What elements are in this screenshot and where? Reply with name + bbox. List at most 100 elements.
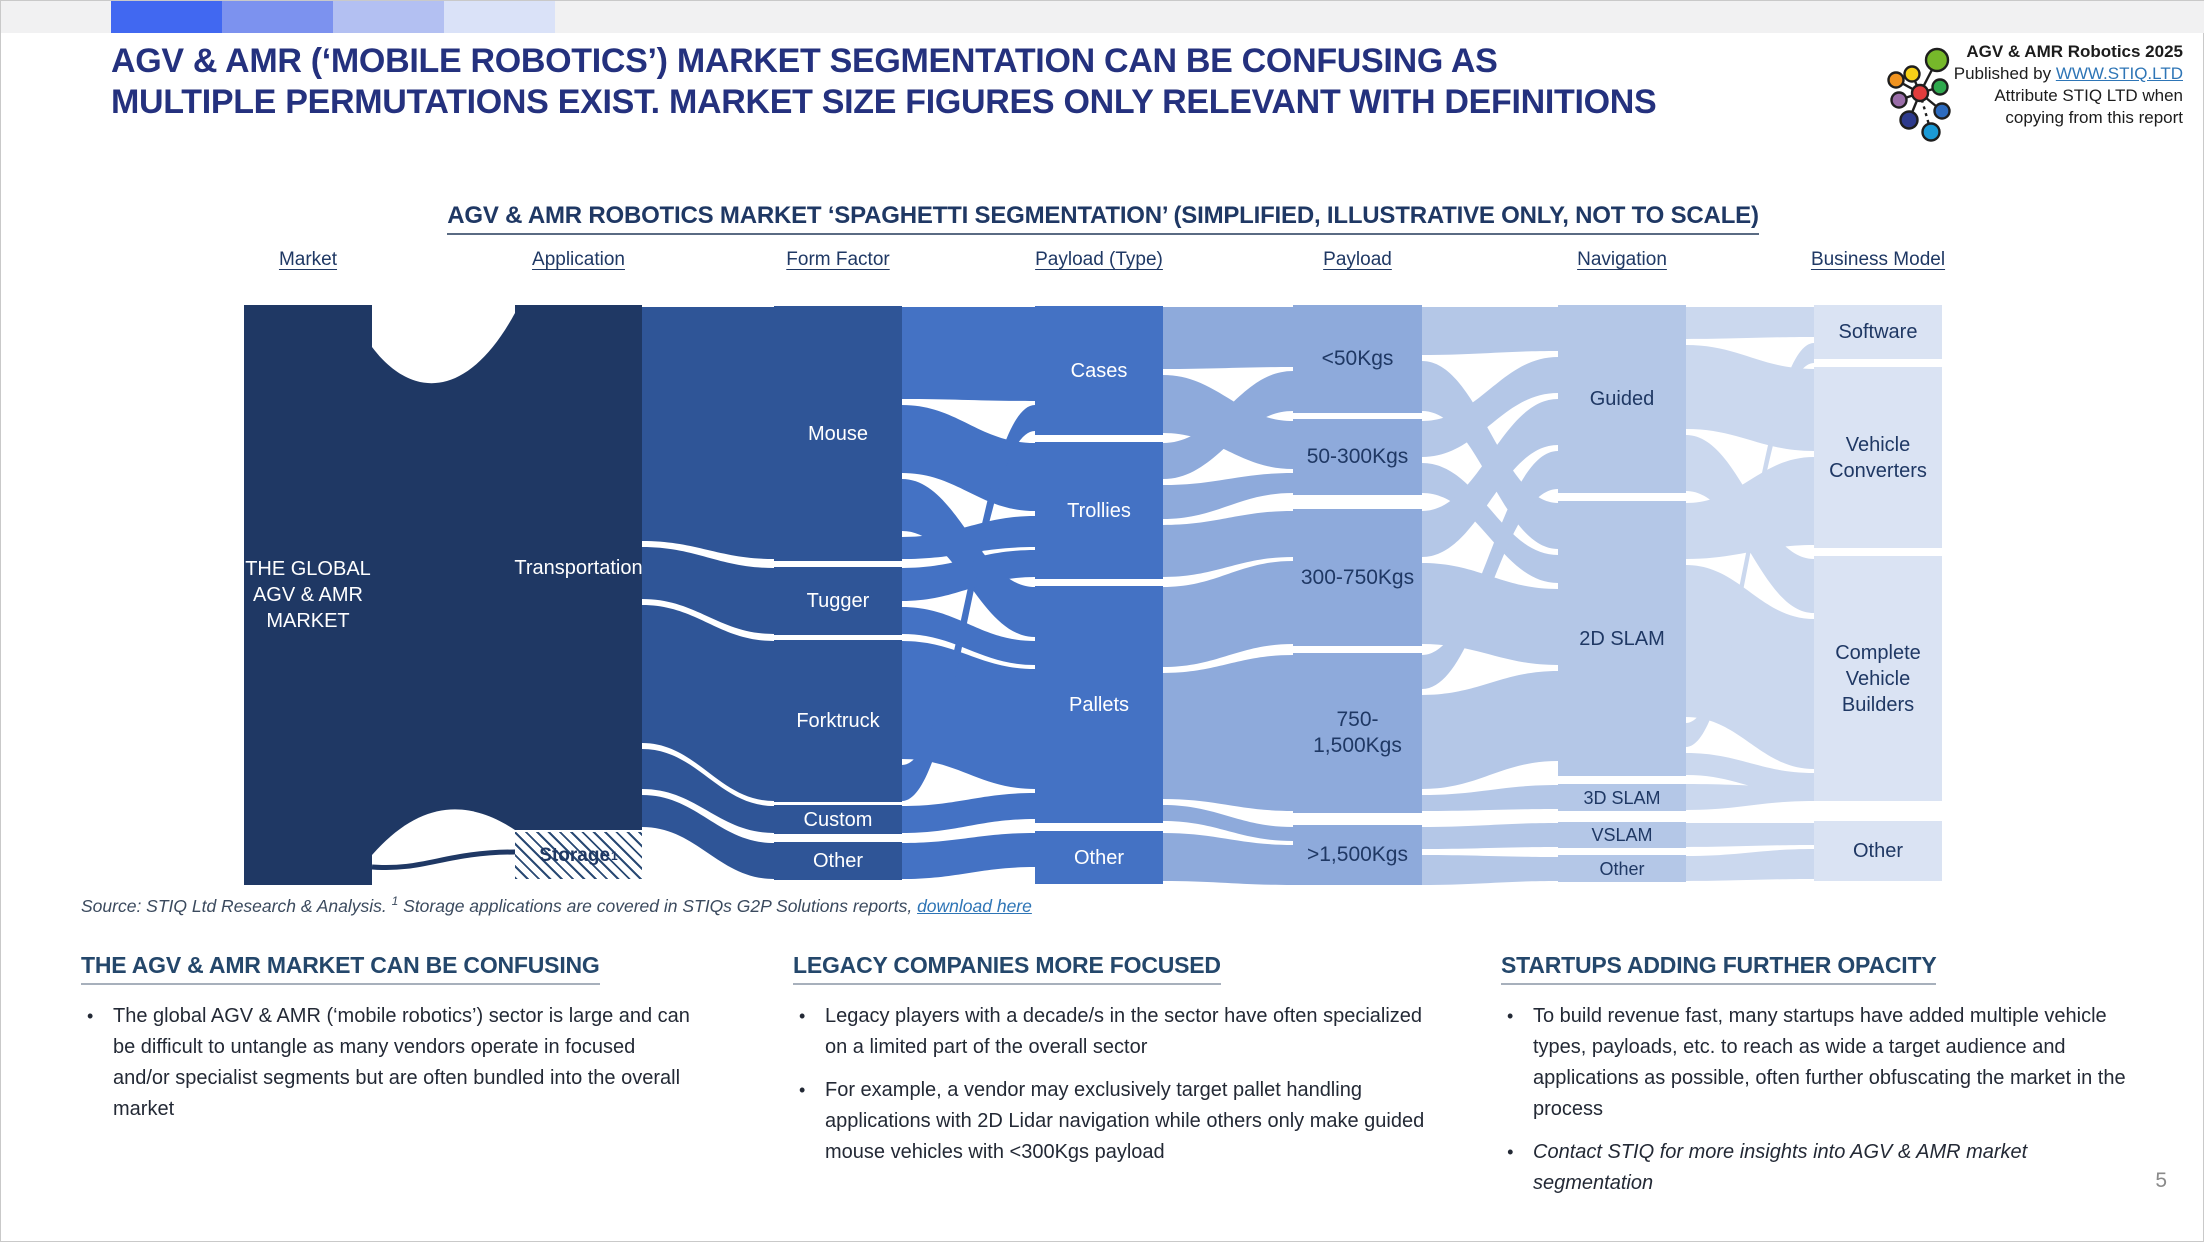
bullet-italic: Contact STIQ for more insights into AGV … [1501, 1137, 2141, 1199]
accent-square-1 [111, 1, 222, 33]
sankey-node-complete-vehicle-builders: Complete Vehicle Builders [1814, 556, 1942, 801]
sankey-flow [1422, 855, 1558, 885]
sankey-node-3d-slam: 3D SLAM [1558, 784, 1686, 811]
sankey-flow [1686, 823, 1814, 847]
bullet: For example, a vendor may exclusively ta… [793, 1075, 1433, 1168]
sankey-flow [1163, 561, 1293, 667]
stiq-logo-icon [1884, 43, 1970, 145]
sankey-flow [1163, 511, 1293, 577]
sankey-flow [1686, 307, 1814, 339]
sankey-flow [902, 405, 1035, 801]
sankey-flow [902, 405, 1035, 511]
accent-square-2 [222, 1, 333, 33]
sankey-flow [642, 547, 774, 634]
sankey-flow [642, 749, 774, 833]
sankey-node-vslam: VSLAM [1558, 822, 1686, 848]
sankey-flow [1422, 823, 1558, 849]
section-heading: STARTUPS ADDING FURTHER OPACITY [1501, 952, 1937, 985]
sankey-flow [642, 307, 774, 559]
sankey-flow [1163, 805, 1293, 841]
section-legacy-companies: LEGACY COMPANIES MORE FOCUSED Legacy pla… [793, 952, 1433, 1180]
bullet: To build revenue fast, many startups hav… [1501, 1001, 2141, 1125]
sankey-node-vehicle-converters: Vehicle Converters [1814, 367, 1942, 548]
sankey-flow [1163, 473, 1293, 519]
sankey-node-50-300kgs: 50-300Kgs [1293, 419, 1422, 495]
section-startups-opacity: STARTUPS ADDING FURTHER OPACITY To build… [1501, 952, 2141, 1211]
sankey-flow [902, 793, 1035, 833]
sankey-node-tugger: Tugger [774, 567, 902, 635]
sankey-node-2d-slam: 2D SLAM [1558, 501, 1686, 776]
slide-title: AGV & AMR (‘MOBILE ROBOTICS’) MARKET SEG… [111, 41, 1871, 123]
column-header-navigation: Navigation [1577, 249, 1667, 270]
sankey-flow [1686, 457, 1814, 559]
sankey-flow [1163, 307, 1293, 369]
sankey-node-mouse: Mouse [774, 306, 902, 561]
sankey-flow [1686, 343, 1814, 747]
section-heading: THE AGV & AMR MARKET CAN BE CONFUSING [81, 952, 600, 985]
sankey-flow [642, 605, 774, 801]
top-color-strip [1, 1, 2204, 33]
section-market-confusing: THE AGV & AMR MARKET CAN BE CONFUSING Th… [81, 952, 693, 1137]
sankey-flow [1422, 671, 1558, 789]
accent-square-4 [444, 1, 555, 33]
slide-title-line2: MULTIPLE PERMUTATIONS EXIST. MARKET SIZE… [111, 83, 1657, 121]
sankey-node-transportation: Transportation [514, 305, 643, 830]
sankey-flow [371, 849, 516, 871]
report-name: AGV & AMR Robotics 2025 [1966, 42, 2183, 61]
sankey-node-other: Other [774, 842, 902, 880]
source-text: Source: STIQ Ltd Research & Analysis. [81, 895, 392, 916]
stiq-website-link[interactable]: WWW.STIQ.LTD [2055, 64, 2183, 83]
sankey-flow [902, 607, 1035, 665]
sankey-flow [1686, 849, 1814, 881]
sankey-node-pallets: Pallets [1035, 586, 1163, 823]
sankey-flow [1422, 451, 1558, 689]
sankey-flow [902, 833, 1035, 879]
sankey-flow [1686, 345, 1814, 451]
column-header-application: Application [532, 249, 625, 270]
sankey-node-custom: Custom [774, 805, 902, 834]
sankey-node-the-global-agv-amr-market: THE GLOBAL AGV & AMR MARKET [244, 305, 372, 885]
source-note: Source: STIQ Ltd Research & Analysis. 1 … [81, 894, 1032, 917]
sankey-node-guided: Guided [1558, 305, 1686, 493]
slide-title-line1: AGV & AMR (‘MOBILE ROBOTICS’) MARKET SEG… [111, 42, 1498, 80]
sankey-flow [902, 516, 1035, 559]
sankey-flow [902, 550, 1035, 601]
sankey-flow [902, 479, 1035, 637]
sankey-flow [1422, 357, 1558, 457]
column-header-market: Market [278, 249, 338, 270]
sankey-node-750-1-500kgs: 750-1,500Kgs [1293, 653, 1422, 813]
sankey-flow [1422, 785, 1558, 811]
sankey-flow [372, 305, 515, 885]
column-header-form-factor: Form Factor [786, 249, 890, 270]
sankey-node-50kgs: <50Kgs [1293, 305, 1422, 413]
column-header-payload-type: Payload (Type) [1035, 249, 1163, 270]
bullet: Legacy players with a decade/s in the se… [793, 1001, 1433, 1063]
sankey-flow [1686, 565, 1814, 769]
column-header-payload: Payload [1323, 249, 1392, 270]
sankey-flow [1163, 655, 1293, 811]
attribution-line2: copying from this report [2005, 108, 2183, 127]
sankey-node-1-500kgs: >1,500Kgs [1293, 825, 1422, 885]
column-header-business-model: Business Model [1810, 249, 1946, 270]
source-text-2: Storage applications are covered in STIQ… [398, 895, 918, 916]
sankey-flow [1422, 307, 1558, 355]
sankey-flow [1686, 753, 1814, 797]
accent-square-3 [333, 1, 444, 33]
footnote-marker: 1 [391, 894, 399, 908]
download-here-link[interactable]: download here [917, 895, 1032, 916]
sankey-flow [372, 305, 515, 384]
sankey-node-forktruck: Forktruck [774, 640, 902, 802]
sankey-flow [1163, 371, 1293, 479]
section-heading: LEGACY COMPANIES MORE FOCUSED [793, 952, 1221, 985]
sankey-node-trollies: Trollies [1035, 442, 1163, 579]
sankey-node-other: Other [1558, 855, 1686, 882]
sankey-flow [1163, 833, 1293, 885]
sankey-flow [1422, 463, 1558, 583]
sankey-flow [642, 795, 774, 879]
chart-title: AGV & AMR ROBOTICS MARKET ‘SPAGHETTI SEG… [303, 202, 1903, 235]
sankey-flow [1422, 399, 1558, 557]
attribution-line1: Attribute STIQ LTD when [1994, 86, 2183, 105]
